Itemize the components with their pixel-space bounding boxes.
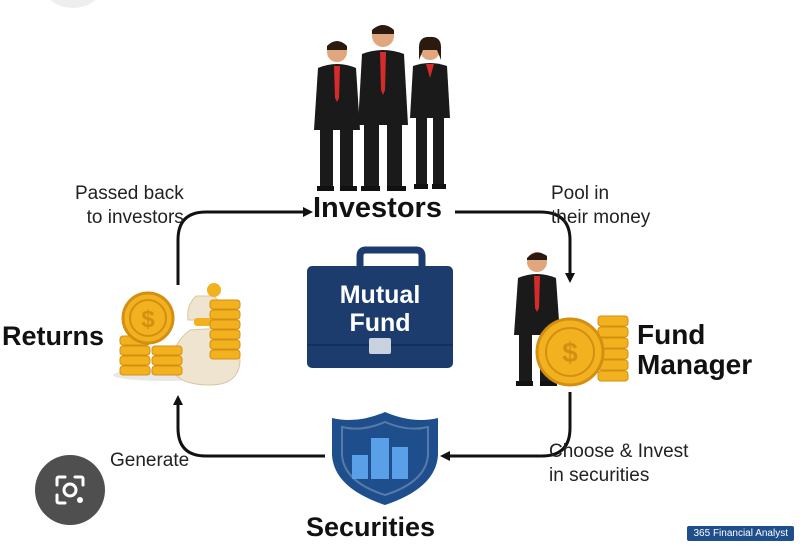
returns-illustration: $ [113, 283, 241, 386]
pool-line2: their money [551, 207, 651, 228]
image-search-icon [55, 475, 85, 505]
choose-invest-label: Choose & Invest in securities [549, 440, 688, 488]
choose-line2: in securities [549, 465, 650, 486]
investors-illustration [314, 25, 450, 191]
pool-line1: Pool in [551, 183, 610, 204]
fund-manager-line1: Fund [637, 319, 706, 350]
mutual-fund-line1: Mutual [339, 281, 421, 309]
fund-manager-line2: Manager [637, 349, 753, 380]
brand-badge: 365 Financial Analyst [687, 526, 794, 541]
svg-text:$: $ [141, 306, 155, 333]
pool-money-label: Pool in their money [551, 182, 650, 230]
arrow-investors-to-manager [455, 210, 575, 283]
investor-left-figure [314, 41, 360, 191]
overlay-corner-circle [45, 0, 101, 8]
fund-manager-illustration: $ [514, 252, 629, 387]
securities-label: Securities [306, 512, 436, 542]
arrow-manager-to-securities [440, 392, 572, 461]
passed-line1: Passed back [75, 183, 184, 204]
dollar-coin-icon: $ [121, 291, 175, 345]
passed-line2: to investors [86, 207, 184, 228]
arrow-returns-to-investors [176, 207, 313, 285]
returns-label: Returns [2, 321, 105, 351]
securities-shield-icon [332, 412, 438, 505]
arrow-securities-to-returns [173, 395, 325, 458]
investors-label: Investors [313, 192, 442, 224]
generate-label: Generate [110, 450, 190, 471]
mutual-fund-label: Mutual Fund [307, 281, 453, 337]
coin-stack-icon: $ [535, 315, 629, 387]
choose-line1: Choose & Invest [549, 441, 689, 462]
passed-back-label: Passed back to investors [75, 182, 184, 230]
investor-middle-figure [358, 25, 408, 191]
investor-right-figure [410, 36, 450, 189]
briefcase-icon [307, 246, 453, 368]
image-search-button[interactable] [35, 455, 105, 525]
coin-stack-icon [119, 299, 241, 376]
svg-text:$: $ [562, 337, 578, 368]
mutual-fund-line2: Fund [349, 309, 411, 337]
fund-manager-label: Fund Manager [637, 320, 752, 380]
